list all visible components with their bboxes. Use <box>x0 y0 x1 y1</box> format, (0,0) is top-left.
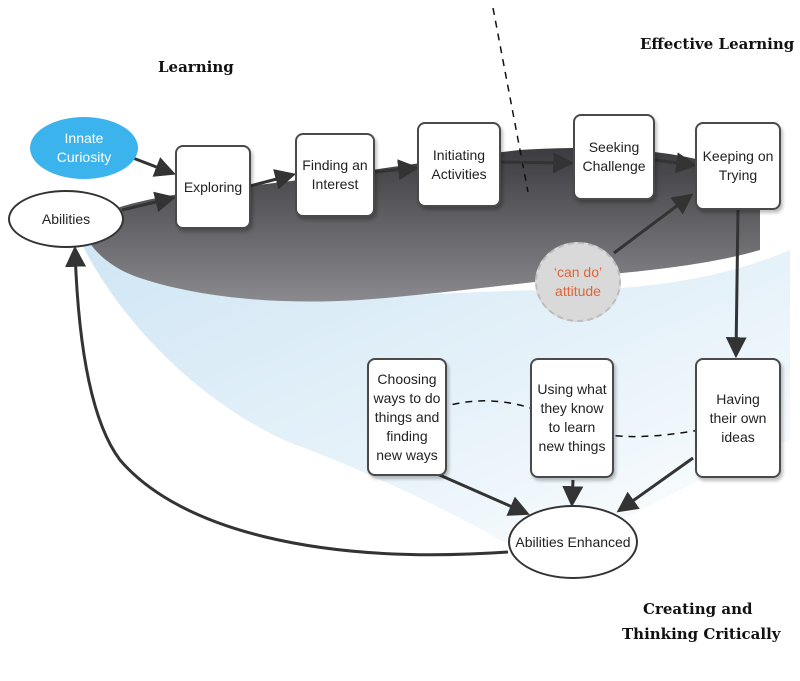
arrow-enhanced-abilities <box>65 245 509 557</box>
arrow-initiating-seeking <box>499 152 575 174</box>
node-choosing-ways: Choosing ways to do things and finding n… <box>367 358 447 476</box>
arrow-cando-keeping <box>613 193 694 255</box>
arrow-keeping-ownideas <box>725 209 747 359</box>
arrow-curiosity-exploring <box>132 156 176 177</box>
node-own-ideas: Having their own ideas <box>695 358 781 478</box>
node-innate-curiosity: Innate Curiosity <box>30 117 138 179</box>
heading-creating: Creating and <box>643 600 753 618</box>
heading-learning: Learning <box>158 58 234 76</box>
node-can-do-attitude: ‘can do’ attitude <box>535 242 621 322</box>
node-exploring: Exploring <box>175 145 251 229</box>
node-abilities: Abilities <box>8 190 124 248</box>
arrow-ownideas-enhanced <box>616 456 694 513</box>
heading-thinking-critically: Thinking Critically <box>622 625 781 643</box>
node-seeking-challenge: Seeking Challenge <box>573 114 655 200</box>
arrow-choosing-enhanced <box>434 471 530 516</box>
arrow-using-enhanced <box>562 479 584 508</box>
node-keeping-trying: Keeping on Trying <box>695 122 781 210</box>
arrow-seeking-keeping <box>654 152 698 174</box>
node-using-what-they-know: Using what they know to learn new things <box>530 358 614 478</box>
node-initiating-activities: Initiating Activities <box>417 122 501 207</box>
arrow-interest-initiating <box>374 159 420 181</box>
heading-effective-learning: Effective Learning <box>640 35 795 53</box>
arrow-exploring-interest <box>249 169 297 190</box>
node-abilities-enhanced: Abilities Enhanced <box>508 505 638 579</box>
node-finding-interest: Finding an Interest <box>295 133 375 217</box>
arrow-abilities-exploring <box>121 191 177 213</box>
